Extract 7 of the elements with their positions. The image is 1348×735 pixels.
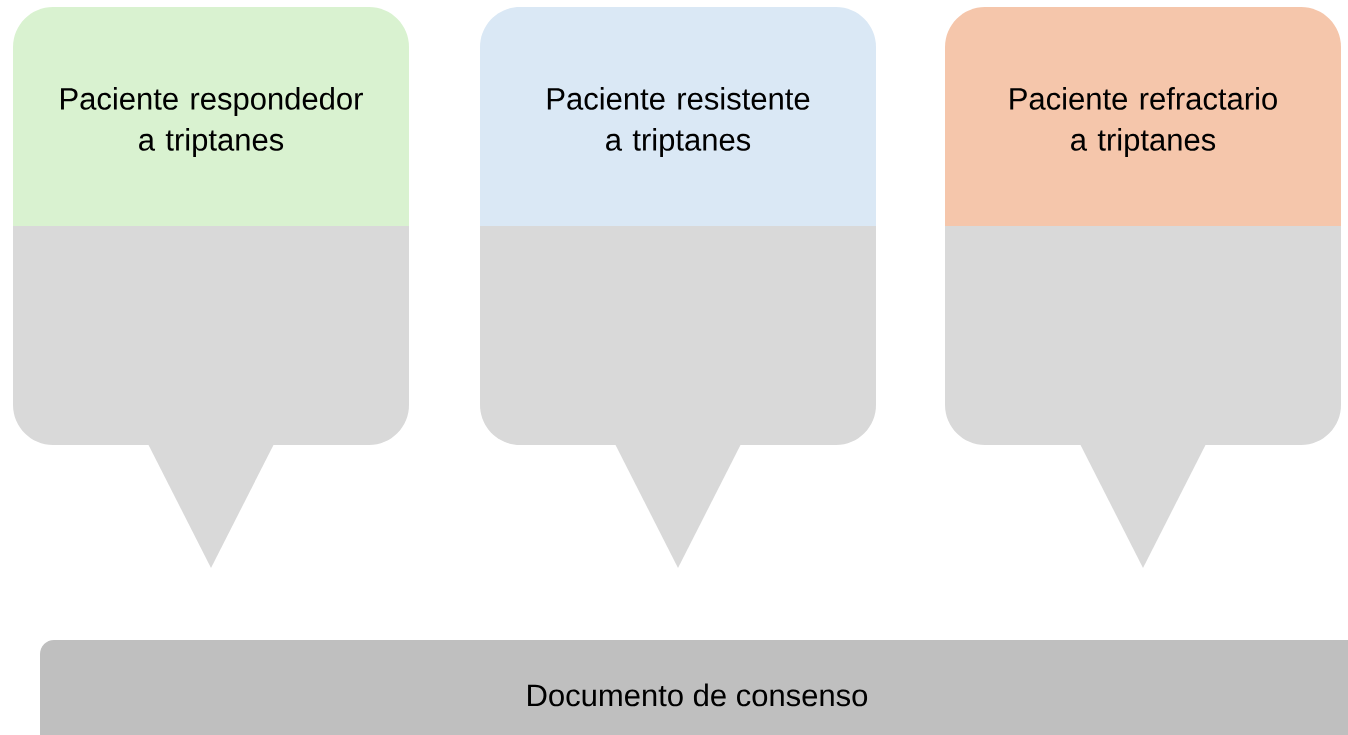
node-label: Paciente refractario — [1010, 87, 1277, 110]
node-label: Paciente respondedor — [61, 87, 363, 116]
banner-bar: Documento de consenso — [40, 640, 1348, 735]
node-label: Paciente resistente — [547, 87, 810, 110]
callout-box: Paciente respondedor a triptanes — [13, 7, 409, 568]
callout-box: Paciente resistente a triptanes — [480, 7, 876, 568]
callout-box: Paciente refractario a triptanes — [945, 7, 1341, 568]
